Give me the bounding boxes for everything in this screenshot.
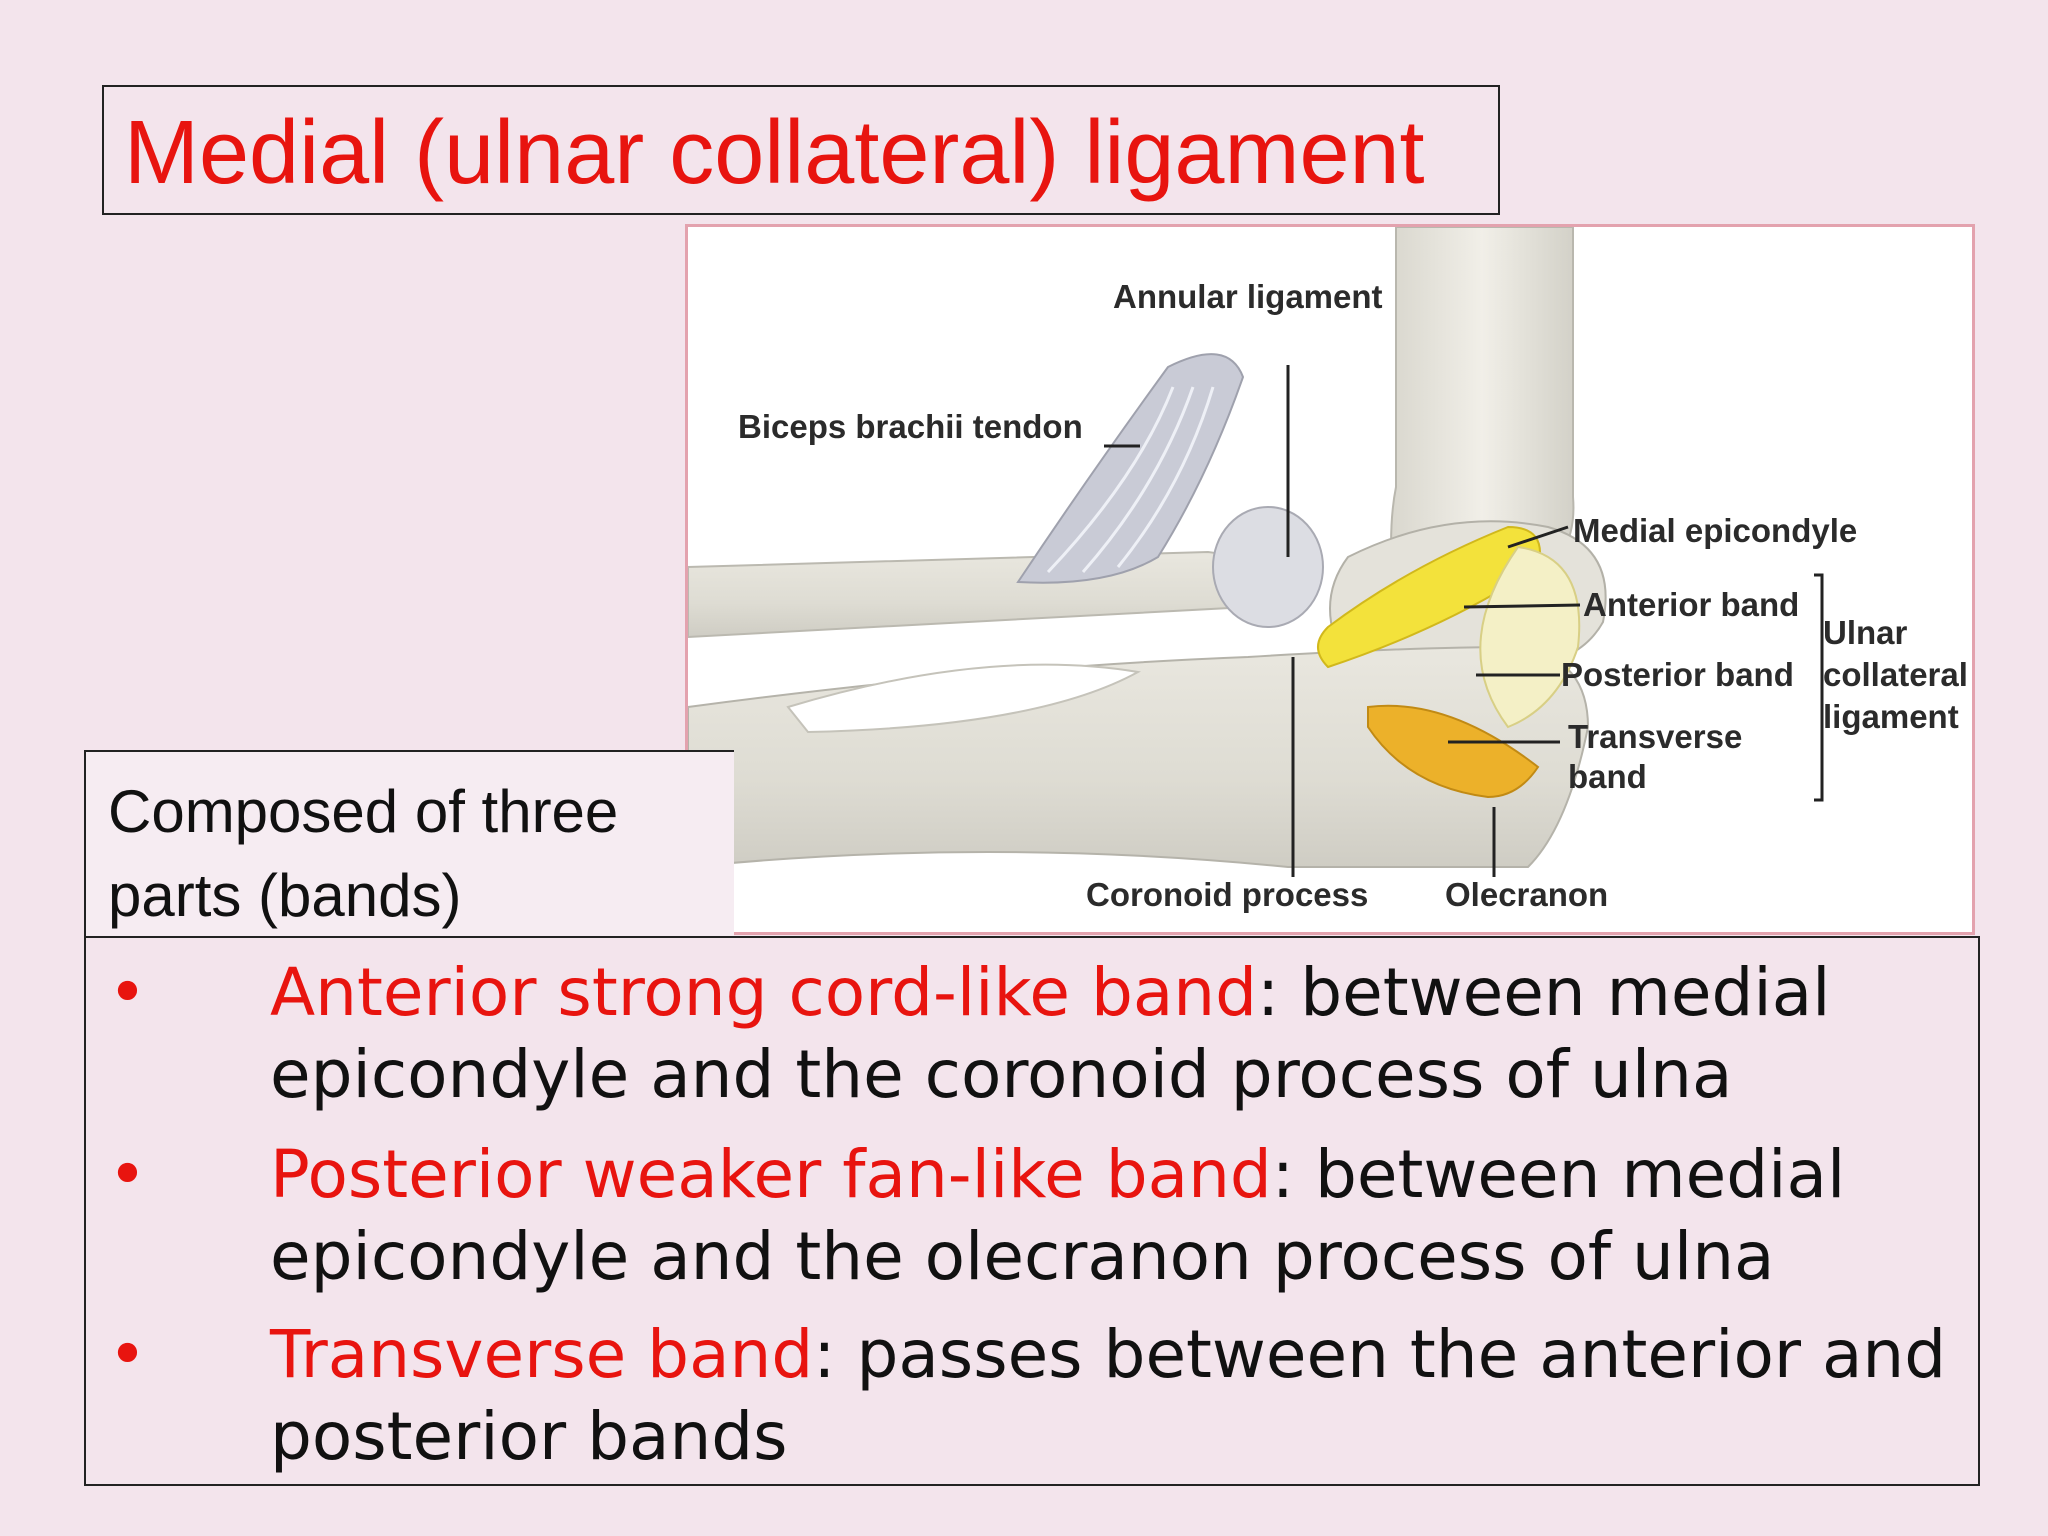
- bullet-marker: •: [108, 1316, 147, 1393]
- intro-box: Composed of three parts (bands): [84, 750, 734, 938]
- posterior-band-label: Posterior band: [1561, 656, 1794, 693]
- interosseous-gap: [786, 663, 1142, 734]
- bullet-text: Transverse band: passes between the ante…: [270, 1314, 1960, 1478]
- bullet-term: Anterior strong cord-like band: [270, 954, 1258, 1031]
- ulnar-label-line3: ligament: [1823, 698, 1959, 735]
- bullet-rest: : between medial epicondyle and the coro…: [270, 954, 1831, 1113]
- annular-ligament: [1212, 506, 1324, 628]
- olecranon-label: Olecranon: [1445, 876, 1609, 913]
- bullet-text: Posterior weaker fan-like band: between …: [270, 1134, 1960, 1298]
- bullet-marker: •: [108, 954, 147, 1031]
- transverse-band-ligament: [1367, 704, 1540, 799]
- coronoid-process-label: Coronoid process: [1086, 876, 1369, 913]
- bullet-marker: •: [108, 1136, 147, 1213]
- intro-text: Composed of three parts (bands): [108, 778, 619, 929]
- title-box: Medial (ulnar collateral) ligament: [102, 85, 1500, 215]
- radius-bone: [688, 550, 1251, 639]
- ulnar-label-line1: Ulnar: [1823, 614, 1908, 651]
- bullet-term: Posterior weaker fan-like band: [270, 1136, 1272, 1213]
- bullet-rest: : between medial epicondyle and the olec…: [270, 1136, 1846, 1295]
- elbow-drawing: [688, 227, 1824, 877]
- slide-title: Medial (ulnar collateral) ligament: [124, 103, 1425, 203]
- medial-epicondyle-label: Medial epicondyle: [1573, 512, 1858, 549]
- transverse-label-line2: band: [1568, 758, 1647, 795]
- annular-ligament-label: Annular ligament: [1113, 278, 1383, 315]
- bullet-rest: : passes between the anterior and poster…: [270, 1316, 1947, 1475]
- posterior-band-ligament: [1479, 545, 1581, 729]
- anterior-band-label: Anterior band: [1583, 586, 1800, 623]
- elbow-ligament-illustration: Annular ligament Biceps brachii tendon M…: [685, 224, 1975, 935]
- ulnar-label-line2: collateral: [1823, 656, 1968, 693]
- bullet-term: Transverse band: [270, 1316, 814, 1393]
- bullet-text: Anterior strong cord-like band: between …: [270, 952, 1960, 1116]
- biceps-tendon-label: Biceps brachii tendon: [738, 408, 1083, 445]
- transverse-label-line1: Transverse: [1568, 718, 1743, 755]
- bullet-list: • Anterior strong cord-like band: betwee…: [84, 936, 1980, 1486]
